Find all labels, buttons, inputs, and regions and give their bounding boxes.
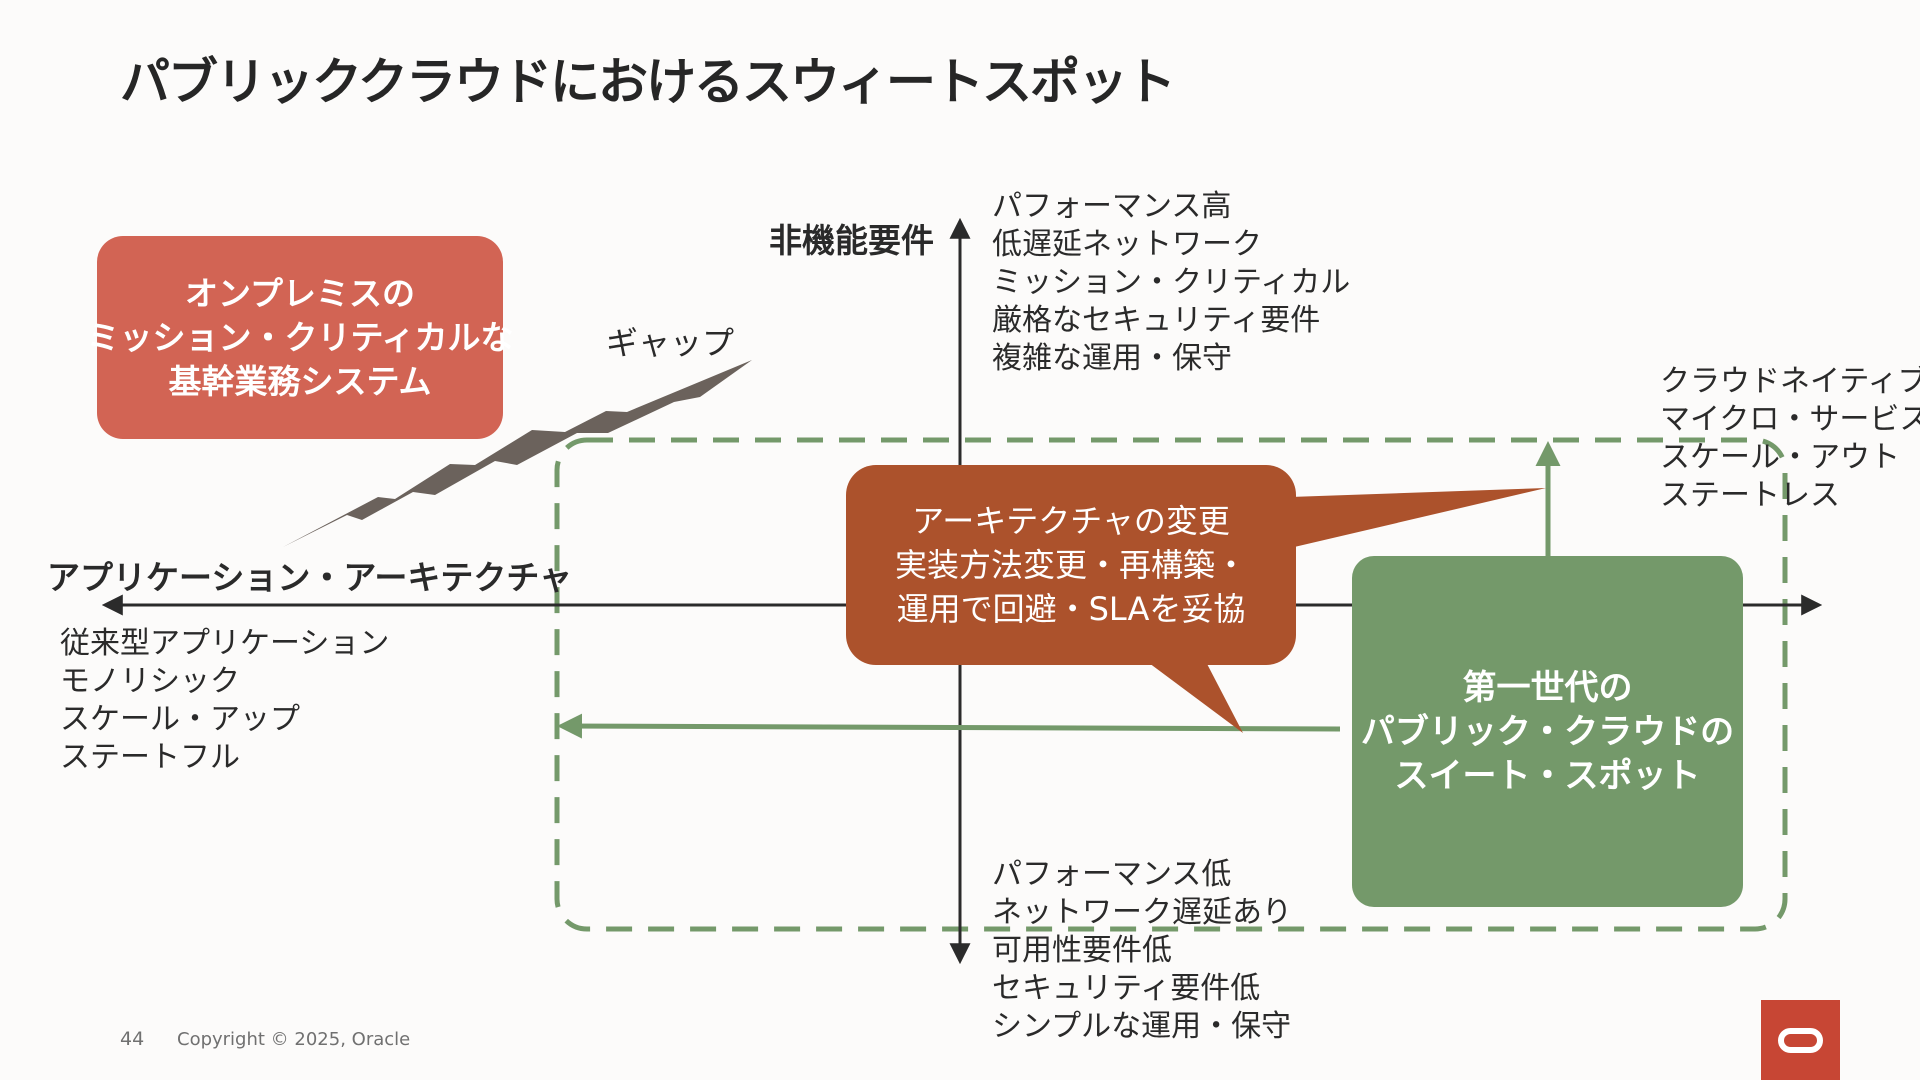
traditional-architecture-list: 従来型アプリケーション モノリシック スケール・アップ ステートフル <box>60 625 389 777</box>
callout-line: 実装方法変更・再構築・ <box>894 546 1247 584</box>
list-item: ミッション・クリティカル <box>992 265 1351 300</box>
list-item: スケール・アップ <box>60 702 300 737</box>
list-item: 複雑な運用・保守 <box>992 341 1232 376</box>
oracle-logo-icon <box>1761 1000 1840 1080</box>
box-line: 第一世代の <box>1462 667 1633 708</box>
list-item: マイクロ・サービス <box>1660 402 1920 437</box>
box-line: オンプレミスの <box>184 273 415 313</box>
cloud-native-architecture-list: クラウドネイティブ マイクロ・サービス スケール・アウト ステートレス <box>1660 363 1920 515</box>
list-item: モノリシック <box>60 664 240 699</box>
box-line: パブリック・クラウドの <box>1360 711 1735 752</box>
list-item: 可用性要件低 <box>992 933 1172 968</box>
list-item: パフォーマンス高 <box>992 189 1232 224</box>
callout-line: 運用で回避・SLAを妥協 <box>896 590 1246 628</box>
list-item: クラウドネイティブ <box>1660 364 1920 399</box>
list-item: スケール・アウト <box>1660 440 1900 475</box>
box-line: ミッション・クリティカルな <box>86 317 514 357</box>
list-item: 従来型アプリケーション <box>60 626 390 661</box>
list-item: ステートフル <box>60 740 240 775</box>
horizontal-axis-label: アプリケーション・アーキテクチャ <box>47 558 573 597</box>
list-item: パフォーマンス低 <box>992 857 1232 892</box>
bottom-requirements-list: パフォーマンス低 ネットワーク遅延あり 可用性要件低 セキュリティ要件低 シンプ… <box>992 856 1292 1046</box>
list-item: セキュリティ要件低 <box>992 971 1261 1006</box>
gap-label: ギャップ <box>606 324 735 362</box>
list-item: ステートレス <box>1660 478 1840 513</box>
gap-lightning-shape <box>283 360 752 547</box>
vertical-axis-label: 非機能要件 <box>769 221 934 260</box>
copyright-text: Copyright © 2025, Oracle <box>177 1029 411 1050</box>
box-line: 基幹業務システム <box>168 361 432 401</box>
list-item: シンプルな運用・保守 <box>992 1009 1292 1044</box>
list-item: ネットワーク遅延あり <box>992 895 1292 930</box>
onprem-mission-critical-box: オンプレミスの ミッション・クリティカルな 基幹業務システム <box>86 236 514 439</box>
page-number: 44 <box>120 1028 145 1050</box>
architecture-change-callout: アーキテクチャの変更 実装方法変更・再構築・ 運用で回避・SLAを妥協 <box>846 465 1296 665</box>
dashed-region <box>554 437 1788 932</box>
top-requirements-list: パフォーマンス高 低遅延ネットワーク ミッション・クリティカル 厳格なセキュリテ… <box>992 188 1350 378</box>
green-arrow-left <box>557 713 1341 739</box>
box-line: スイート・スポット <box>1394 755 1701 796</box>
list-item: 厳格なセキュリティ要件 <box>992 303 1321 338</box>
callout-line: アーキテクチャの変更 <box>912 502 1230 540</box>
list-item: 低遅延ネットワーク <box>992 227 1262 262</box>
callout-shape <box>846 465 1546 733</box>
page-title: パブリッククラウドにおけるスウィートスポット <box>120 53 1176 111</box>
public-cloud-sweet-spot-box: 第一世代の パブリック・クラウドの スイート・スポット <box>1352 556 1743 907</box>
